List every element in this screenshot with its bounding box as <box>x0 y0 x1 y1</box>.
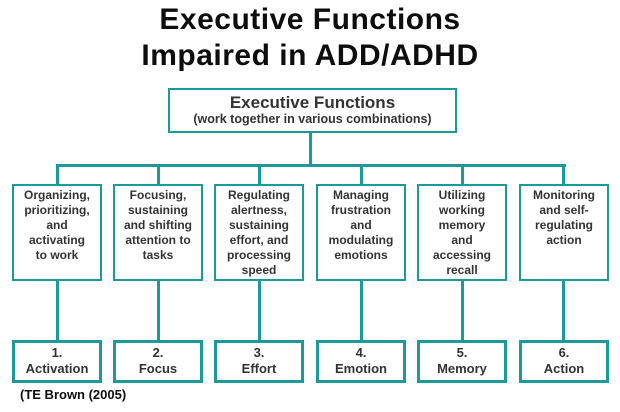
label-name-6: Action <box>543 361 585 376</box>
label-name-1: Activation <box>25 361 89 376</box>
function-box-4: Managing frustration and modulating emot… <box>316 184 406 281</box>
label-number-4: 4. <box>355 345 367 360</box>
label-number-5: 5. <box>456 345 468 360</box>
connector-drop-4 <box>360 164 363 185</box>
connector-mid-bottom-6 <box>562 281 565 340</box>
label-number-6: 6. <box>558 345 570 360</box>
title-line-2: Impaired in ADD/ADHD <box>141 39 479 72</box>
label-box-5: 5. Memory <box>417 340 507 383</box>
connector-drop-5 <box>461 164 464 185</box>
function-box-2: Focusing, sustaining and shifting attent… <box>113 184 203 281</box>
label-name-3: Effort <box>241 361 277 376</box>
function-description-1: Organizing, prioritizing, and activating… <box>24 188 90 262</box>
function-description-6: Monitoring and self- regulating action <box>533 188 595 247</box>
label-box-4: 4. Emotion <box>316 340 406 383</box>
label-number-2: 2. <box>152 345 164 360</box>
connector-horizontal-rail <box>56 164 566 167</box>
connector-root-drop <box>309 132 312 165</box>
connector-drop-6 <box>562 164 565 185</box>
function-box-1: Organizing, prioritizing, and activating… <box>12 184 102 281</box>
label-name-2: Focus <box>138 361 178 376</box>
label-box-6: 6. Action <box>519 340 609 383</box>
connector-mid-bottom-1 <box>56 281 59 340</box>
connector-mid-bottom-5 <box>461 281 464 340</box>
function-box-5: Utilizing working memory and accessing r… <box>417 184 507 281</box>
root-box-heading: Executive Functions <box>229 93 396 112</box>
label-number-1: 1. <box>51 345 63 360</box>
label-box-1: 1. Activation <box>12 340 102 383</box>
connector-drop-2 <box>157 164 160 185</box>
page-title: Executive Functions Impaired in ADD/ADHD <box>0 2 620 74</box>
function-box-6: Monitoring and self- regulating action <box>519 184 609 281</box>
function-description-3: Regulating alertness, sustaining effort,… <box>226 188 292 277</box>
root-box-executive-functions: Executive Functions (work together in va… <box>168 88 457 133</box>
connector-drop-1 <box>56 164 59 185</box>
connector-drop-3 <box>258 164 261 185</box>
citation: (TE Brown (2005) <box>20 387 127 402</box>
function-description-4: Managing frustration and modulating emot… <box>328 188 394 262</box>
label-box-2: 2. Focus <box>113 340 203 383</box>
connector-mid-bottom-2 <box>157 281 160 340</box>
label-number-3: 3. <box>253 345 265 360</box>
connector-mid-bottom-4 <box>360 281 363 340</box>
function-box-3: Regulating alertness, sustaining effort,… <box>214 184 304 281</box>
label-box-3: 3. Effort <box>214 340 304 383</box>
label-name-4: Emotion <box>335 361 387 376</box>
label-name-5: Memory <box>437 361 487 376</box>
function-description-2: Focusing, sustaining and shifting attent… <box>124 188 192 262</box>
function-description-5: Utilizing working memory and accessing r… <box>432 188 492 277</box>
title-line-1: Executive Functions <box>159 3 461 36</box>
root-box-subheading: (work together in various combinations) <box>193 112 432 126</box>
connector-mid-bottom-3 <box>258 281 261 340</box>
